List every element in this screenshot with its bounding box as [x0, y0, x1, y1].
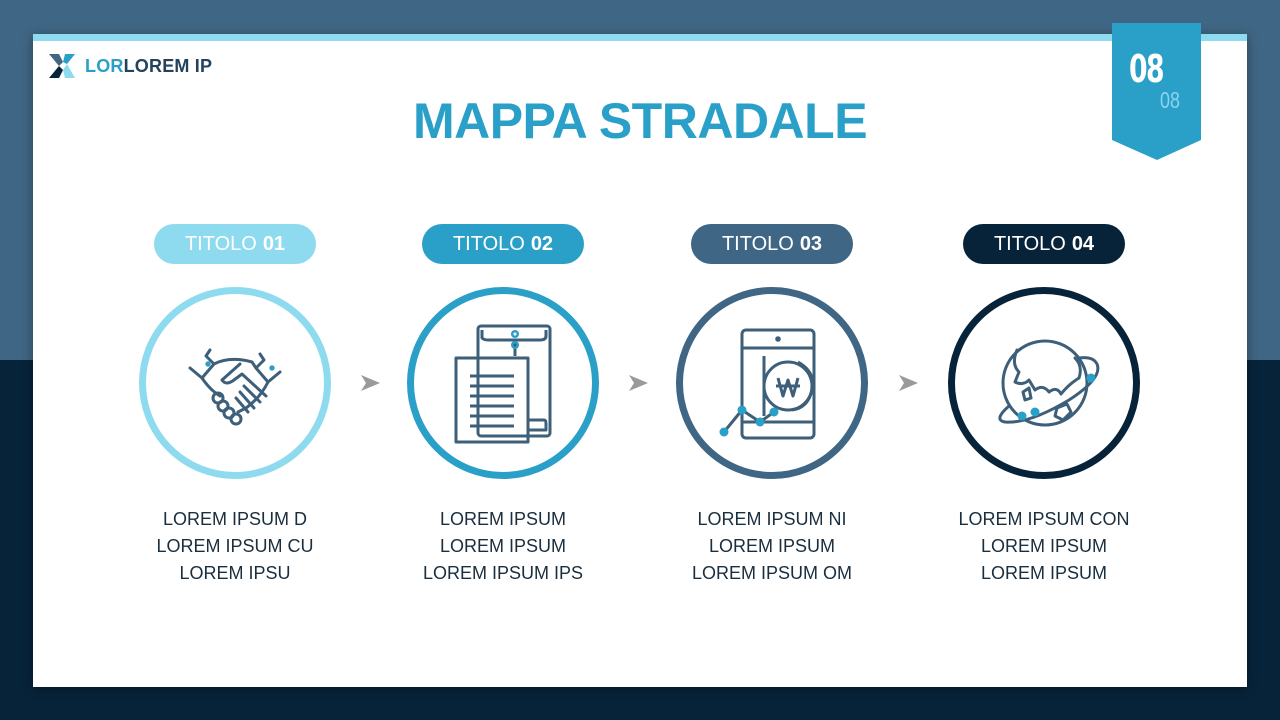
step-description: LOREM IPSUM NI LOREM IPSUM LOREM IPSUM O… — [691, 509, 852, 583]
page-title: MAPPA STRADALE — [412, 93, 868, 149]
step-description: LOREM IPSUM CON LOREM IPSUM LOREM IPSUM — [958, 509, 1130, 583]
globe-orbit-icon — [998, 339, 1100, 427]
logo: LORLOREM IP — [49, 54, 212, 78]
step-description: LOREM IPSUM LOREM IPSUM LOREM IPSUM IPS — [422, 509, 584, 583]
step-icon-circle — [948, 287, 1140, 479]
page-number-sub: 08 — [1160, 87, 1180, 113]
logo-text: LORLOREM IP — [85, 55, 213, 76]
handshake-icon — [188, 348, 282, 426]
arrow-right-icon — [629, 375, 648, 391]
mobile-won-chart-icon — [719, 328, 816, 440]
x-logo-icon — [49, 54, 75, 78]
step-icon-circle — [676, 287, 868, 479]
page-number-badge: 08 08 — [1112, 23, 1201, 160]
arrow-right-icon — [361, 375, 380, 391]
step-icon-circle — [139, 287, 331, 479]
arrow-right-icon — [899, 375, 918, 391]
step-description: LOREM IPSUM D LOREM IPSUM CU LOREM IPSU — [156, 509, 314, 583]
bookmark-ribbon-icon — [1112, 23, 1201, 160]
document-envelope-icon — [454, 324, 552, 444]
slide-top-bar — [33, 34, 1247, 41]
step-icon-circle — [407, 287, 599, 479]
page-number: 08 — [1129, 47, 1165, 91]
